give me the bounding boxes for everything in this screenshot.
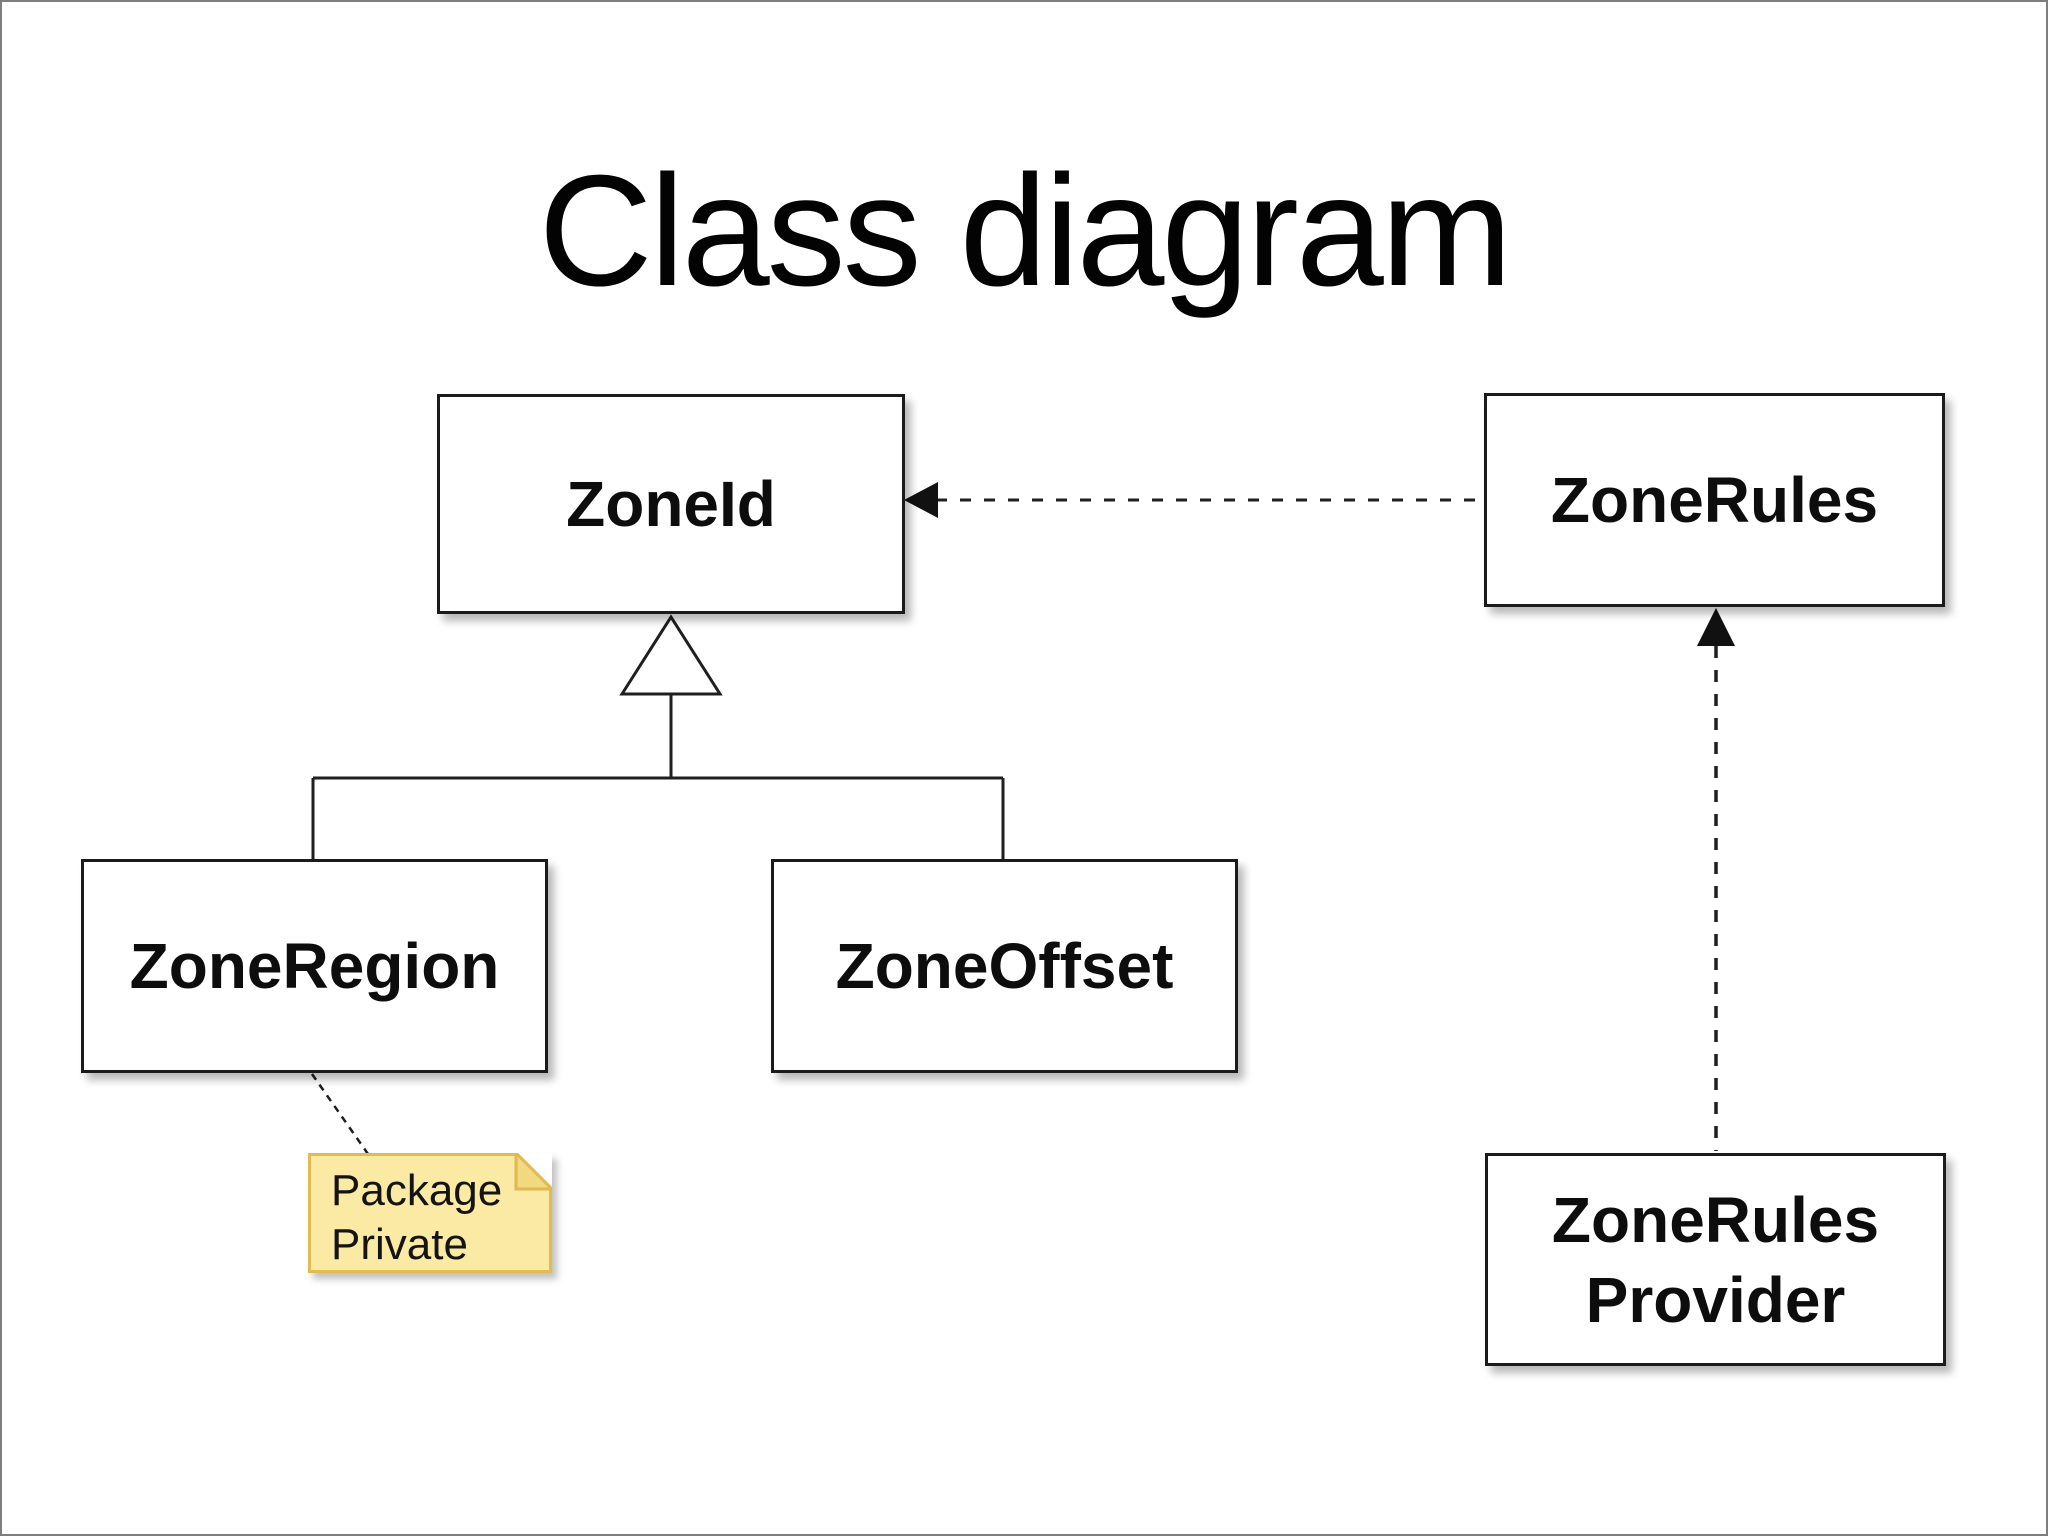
class-label: ZoneRules [1550, 464, 1879, 536]
class-box-zoneoffset: ZoneOffset [771, 859, 1238, 1073]
class-label-line1: ZoneRules [1551, 1183, 1880, 1256]
class-box-zoneregion: ZoneRegion [81, 859, 548, 1073]
note-text-line1: Package [331, 1166, 503, 1215]
class-label: ZoneOffset [835, 930, 1174, 1002]
edge-zonerules-to-zoneid [904, 482, 1484, 518]
page-title: Class diagram [538, 143, 1513, 319]
class-box-zonerules: ZoneRules [1484, 393, 1945, 607]
class-box-zoneid: ZoneId [437, 394, 905, 614]
note-package-private: Package Private [308, 1153, 552, 1273]
folded-corner-icon [514, 1153, 552, 1191]
note-text-line2: Private [331, 1219, 468, 1269]
class-label: ZoneId [566, 468, 776, 540]
hollow-triangle-icon [619, 614, 723, 696]
class-box-zonerulesprovider: ZoneRules Provider [1485, 1153, 1946, 1366]
arrowhead-left-icon [904, 482, 938, 518]
edge-zoneregion-to-note [310, 1073, 370, 1155]
edge-zonerulesprovider-to-zonerules [1697, 608, 1735, 1151]
arrowhead-up-icon [1697, 608, 1735, 646]
class-label: ZoneRegion [129, 930, 500, 1002]
class-label-line2: Provider [1585, 1263, 1846, 1336]
edge-generalization-tree [311, 614, 1005, 859]
